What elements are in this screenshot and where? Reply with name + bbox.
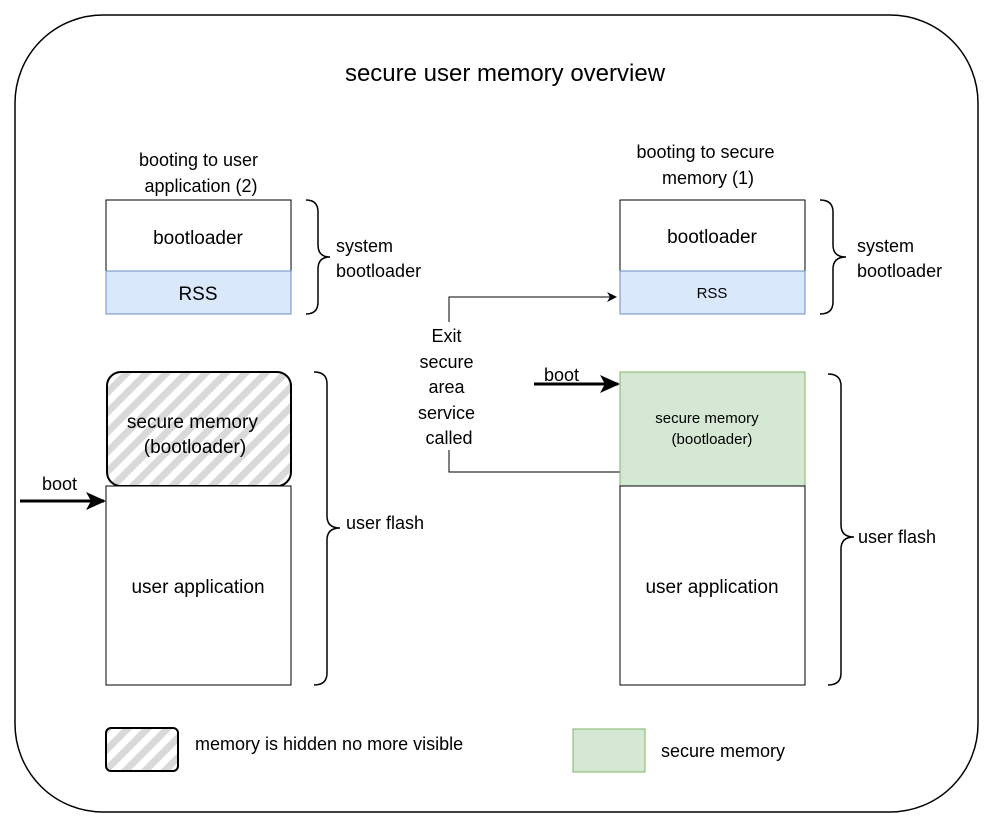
diagram-title: secure user memory overview <box>345 60 666 87</box>
right-bootloader-label: bootloader <box>667 227 757 248</box>
exit-label-line-2: secure <box>419 352 473 372</box>
right-system-bracket <box>819 199 847 315</box>
right-rss-block <box>619 270 806 315</box>
left-secure-memory-line-2: (bootloader) <box>144 437 246 458</box>
right-user-flash-bracket <box>827 373 855 686</box>
left-system-bracket-label: system bootloader <box>336 236 421 281</box>
exit-label-line-1: Exit <box>431 326 461 346</box>
left-secure-memory-label: secure memory (bootloader) <box>127 412 263 458</box>
left-user-flash-bracket <box>313 371 341 686</box>
left-user-flash-label: user flash <box>346 513 424 533</box>
legend: memory is hidden no more visible secure … <box>105 727 785 773</box>
right-user-application-label: user application <box>645 577 778 598</box>
left-column: booting to user application (2) bootload… <box>20 150 424 686</box>
right-user-application-block <box>619 485 806 686</box>
left-rss-block <box>105 270 292 315</box>
right-boot-label: boot <box>544 365 579 385</box>
right-heading-line-2: memory (1) <box>662 168 754 188</box>
left-boot-label: boot <box>42 474 77 494</box>
right-system-label-line-2: bootloader <box>857 261 942 281</box>
exit-label-line-5: called <box>425 428 472 448</box>
right-heading-line-1: booting to secure <box>636 142 774 162</box>
legend-hidden-label: memory is hidden no more visible <box>195 734 463 754</box>
exit-label: Exit secure area service called <box>418 326 480 448</box>
right-system-label-line-1: system <box>857 236 914 256</box>
legend-secure-label: secure memory <box>661 741 785 761</box>
right-secure-memory-line-1: secure memory <box>655 410 759 427</box>
exit-label-line-4: service <box>418 403 475 423</box>
left-bootloader-block <box>105 199 292 272</box>
left-heading: booting to user application (2) <box>139 150 263 196</box>
left-bootloader-label: bootloader <box>153 228 243 249</box>
left-user-application-label: user application <box>131 577 264 598</box>
left-system-label-line-2: bootloader <box>336 261 421 281</box>
right-secure-memory-line-2: (bootloader) <box>672 431 753 448</box>
right-user-flash-label: user flash <box>858 527 936 547</box>
left-rss-label: RSS <box>178 284 217 305</box>
exit-label-background <box>412 322 488 450</box>
left-system-bracket <box>305 199 331 315</box>
right-secure-memory-label: secure memory (bootloader) <box>655 410 763 448</box>
left-user-application-block <box>105 485 292 686</box>
right-column: booting to secure memory (1) bootloader … <box>534 142 942 686</box>
right-system-bracket-label: system bootloader <box>857 236 942 281</box>
exit-label-line-3: area <box>428 377 465 397</box>
right-heading: booting to secure memory (1) <box>636 142 779 188</box>
left-system-label-line-1: system <box>336 236 393 256</box>
left-secure-memory-line-1: secure memory <box>127 412 258 433</box>
left-heading-line-2: application (2) <box>144 176 257 196</box>
right-secure-memory-block <box>619 371 806 487</box>
left-heading-line-1: booting to user <box>139 150 258 170</box>
right-rss-label: RSS <box>697 285 728 302</box>
legend-hidden-swatch <box>105 727 179 772</box>
legend-secure-swatch <box>572 728 646 773</box>
